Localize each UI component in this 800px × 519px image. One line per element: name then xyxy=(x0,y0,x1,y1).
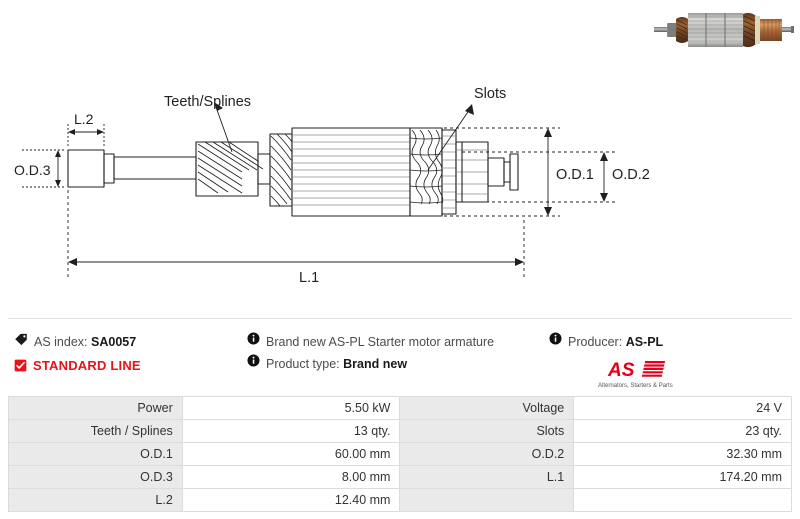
table-row: Teeth / Splines 13 qty. Slots 23 qty. xyxy=(8,419,792,443)
label-teeth-splines: Teeth/Splines xyxy=(164,94,251,110)
producer-value: AS-PL xyxy=(625,335,664,349)
armature-photo-graphic xyxy=(654,12,794,48)
producer-text: Producer: AS-PL xyxy=(568,332,663,352)
product-type-label: Product type: xyxy=(266,357,340,371)
spec-value: 24 V xyxy=(573,396,792,420)
as-pl-logo[interactable]: AS Alternators, Starters & Parts xyxy=(594,357,714,391)
spec-table-body: Power 5.50 kW Voltage 24 V Teeth / Splin… xyxy=(8,396,792,512)
product-type-value: Brand new xyxy=(343,357,408,371)
spec-value xyxy=(573,488,792,512)
product-photo[interactable] xyxy=(648,2,798,58)
description-text: Brand new AS-PL Starter motor armature xyxy=(266,335,495,349)
info-circle-icon xyxy=(247,332,260,345)
armature-dimension-diagram: Teeth/Splines Slots L.2 O.D.3 O.D.1 O.D.… xyxy=(14,86,650,286)
label-od2: O.D.2 xyxy=(612,167,650,183)
label-l2: L.2 xyxy=(74,111,94,127)
description-line: Brand new AS-PL Starter motor armature xyxy=(247,332,547,354)
standard-line-text: STANDARD LINE xyxy=(33,357,141,373)
table-row: L.2 12.40 mm xyxy=(8,488,792,512)
tag-icon xyxy=(14,332,28,346)
info-circle-icon xyxy=(247,354,260,367)
technical-drawing: Teeth/Splines Slots L.2 O.D.3 O.D.1 O.D.… xyxy=(0,62,800,302)
producer-line: Producer: AS-PL xyxy=(549,332,789,354)
spec-value: 32.30 mm xyxy=(573,442,792,466)
spec-value: 23 qty. xyxy=(573,419,792,443)
product-type-text: Product type: Brand new xyxy=(266,354,407,374)
spec-label: O.D.3 xyxy=(8,465,183,489)
spec-label: Power xyxy=(8,396,183,420)
info-column-index: AS index: SA0057 STANDARD LINE xyxy=(14,332,244,376)
label-slots: Slots xyxy=(474,86,506,102)
spec-value: 12.40 mm xyxy=(181,488,401,512)
spec-value: 174.20 mm xyxy=(573,465,792,489)
label-l1: L.1 xyxy=(299,270,319,286)
info-circle-icon xyxy=(549,332,562,345)
table-row: O.D.1 60.00 mm O.D.2 32.30 mm xyxy=(8,442,792,466)
table-row: O.D.3 8.00 mm L.1 174.20 mm xyxy=(8,465,792,489)
label-od3: O.D.3 xyxy=(14,162,51,178)
spec-value: 5.50 kW xyxy=(181,396,401,420)
section-divider xyxy=(8,318,792,319)
as-pl-logo-graphic: AS Alternators, Starters & Parts xyxy=(598,360,673,389)
info-column-description: Brand new AS-PL Starter motor armature P… xyxy=(247,332,547,376)
table-row: Power 5.50 kW Voltage 24 V xyxy=(8,396,792,420)
info-column-producer: Producer: AS-PL xyxy=(549,332,789,354)
spec-label: L.2 xyxy=(8,488,183,512)
spec-value: 13 qty. xyxy=(181,419,401,443)
as-index-text: AS index: SA0057 xyxy=(34,332,136,352)
spec-label: Voltage xyxy=(399,396,575,420)
specification-table: Power 5.50 kW Voltage 24 V Teeth / Splin… xyxy=(8,396,792,512)
checkbox-checked-icon xyxy=(14,359,27,372)
logo-tagline-text: Alternators, Starters & Parts xyxy=(598,383,673,389)
spec-value: 60.00 mm xyxy=(181,442,401,466)
spec-label: O.D.1 xyxy=(8,442,183,466)
standard-line-badge: STANDARD LINE xyxy=(14,354,244,376)
as-index-line: AS index: SA0057 xyxy=(14,332,244,354)
spec-label xyxy=(399,488,575,512)
producer-label: Producer: xyxy=(568,335,623,349)
product-info-row: AS index: SA0057 STANDARD LINE xyxy=(0,332,800,390)
spec-label: Teeth / Splines xyxy=(8,419,183,443)
spec-value: 8.00 mm xyxy=(181,465,401,489)
spec-label: O.D.2 xyxy=(399,442,575,466)
as-index-value: SA0057 xyxy=(91,335,137,349)
label-od1: O.D.1 xyxy=(556,167,594,183)
product-type-line: Product type: Brand new xyxy=(247,354,547,376)
spec-label: Slots xyxy=(399,419,575,443)
as-index-label: AS index: xyxy=(34,335,88,349)
spec-label: L.1 xyxy=(399,465,575,489)
logo-mark-text: AS xyxy=(607,360,635,381)
